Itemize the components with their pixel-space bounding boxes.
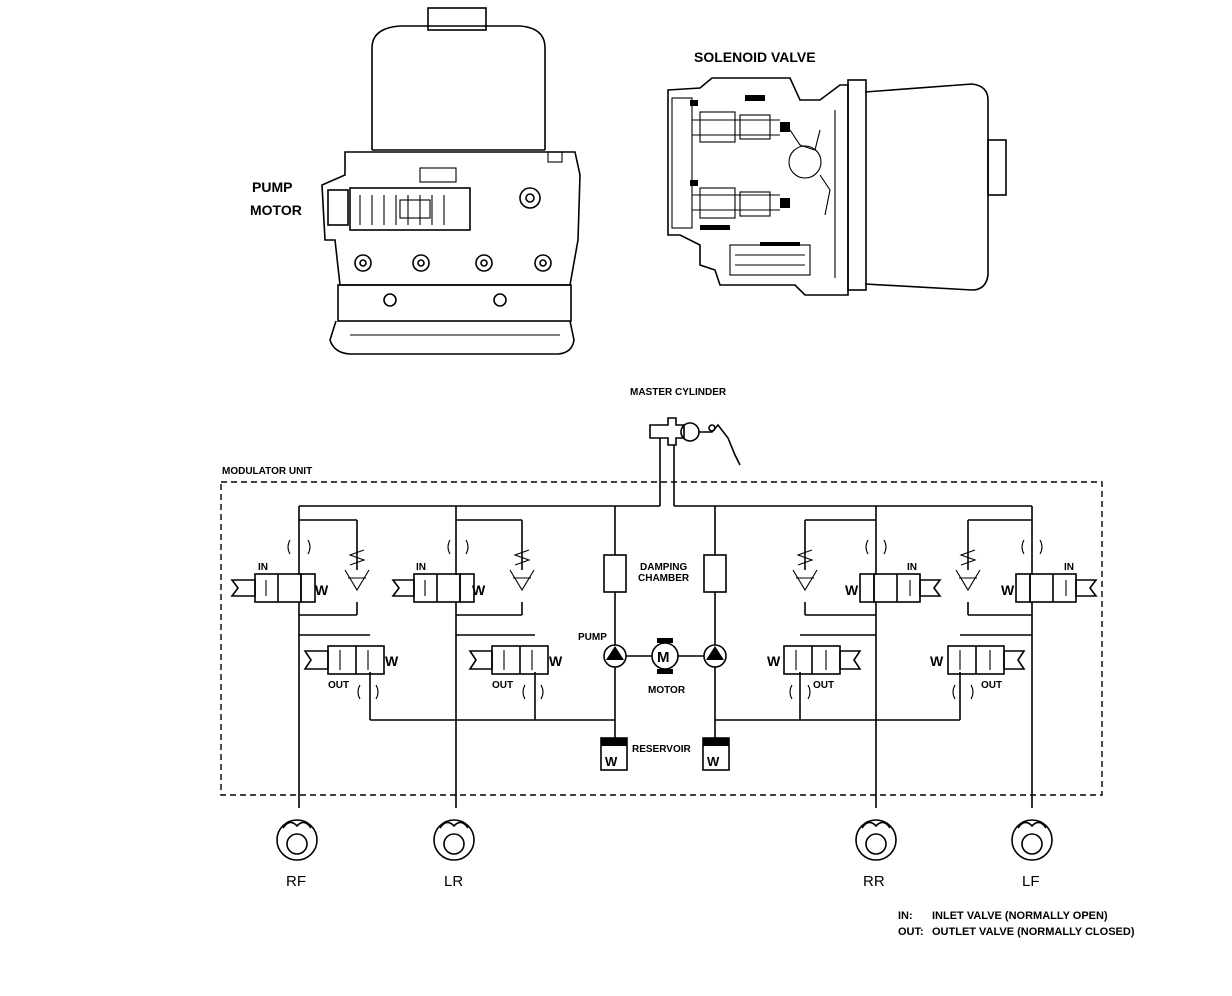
outlet-spring-rr: W	[767, 653, 781, 669]
outlet-label-rf: OUT	[328, 680, 349, 691]
pump-label: PUMP	[578, 632, 607, 643]
inlet-spring-lf: W	[1001, 582, 1015, 598]
wheel-rf: RF	[276, 819, 318, 890]
legend-in-key: IN:	[898, 910, 913, 922]
wheel-label-rr: RR	[863, 873, 885, 890]
inlet-valve-rr: W IN	[792, 539, 942, 603]
outlet-valve-lf: W OUT	[930, 645, 1026, 700]
reservoir-left-spring: W	[605, 754, 618, 769]
reservoirs: W W RESERVOIR	[600, 737, 730, 771]
master-cylinder: MASTER CYLINDER	[630, 387, 741, 506]
damping-chamber-label-line2: CHAMBER	[638, 573, 690, 584]
inlet-spring-rf: W	[315, 582, 329, 598]
inlet-valve-lf: W IN	[955, 539, 1098, 603]
master-cylinder-label: MASTER CYLINDER	[630, 387, 727, 398]
outlet-label-lr: OUT	[492, 680, 513, 691]
wheel-label-lf: LF	[1022, 873, 1040, 890]
motor-symbol: M	[657, 649, 670, 666]
legend-out-row: OUT: OUTLET VALVE (NORMALLY CLOSED)	[898, 924, 1135, 940]
solenoid-valve-illustration: SOLENOID VALVE	[667, 49, 1007, 296]
outlet-label-lf: OUT	[981, 680, 1002, 691]
modulator-unit-label: MODULATOR UNIT	[222, 466, 312, 477]
outlet-label-rr: OUT	[813, 680, 834, 691]
motor-label: MOTOR	[648, 685, 686, 696]
damping-chamber-left	[603, 554, 627, 593]
wheel-rr: RR	[855, 819, 897, 890]
inlet-spring-lr: W	[472, 582, 486, 598]
legend: IN: INLET VALVE (NORMALLY OPEN) OUT: OUTLE…	[898, 908, 1135, 940]
wheel-lr: LR	[433, 819, 475, 890]
legend-in-text: INLET VALVE (NORMALLY OPEN)	[932, 910, 1108, 922]
damping-chamber-right	[703, 554, 727, 593]
legend-in-row: IN: INLET VALVE (NORMALLY OPEN)	[898, 908, 1135, 924]
reservoir-label: RESERVOIR	[632, 744, 691, 755]
inlet-valve-lr: W IN	[391, 539, 535, 603]
outlet-valve-lr: W OUT	[468, 645, 563, 700]
reservoir-right-spring: W	[707, 754, 720, 769]
pump-motor-label-line1: PUMP	[252, 179, 292, 195]
inlet-label-lf: IN	[1064, 562, 1074, 573]
modulator-unit-boundary	[220, 481, 1103, 796]
outlet-spring-lr: W	[549, 653, 563, 669]
outlet-valve-rf: W OUT	[303, 645, 399, 700]
outlet-spring-rf: W	[385, 653, 399, 669]
pump-motor-assembly: M PUMP MOTOR	[578, 632, 727, 696]
pump-motor-illustration: PUMP MOTOR	[250, 7, 581, 355]
inlet-spring-rr: W	[845, 582, 859, 598]
inlet-valve-rf: W IN	[230, 539, 370, 603]
damping-chambers: DAMPING CHAMBER	[603, 554, 727, 593]
outlet-spring-lf: W	[930, 653, 944, 669]
wheel-label-lr: LR	[444, 873, 463, 890]
inlet-label-rf: IN	[258, 562, 268, 573]
inlet-label-rr: IN	[907, 562, 917, 573]
damping-chamber-label-line1: DAMPING	[640, 562, 687, 573]
wheel-label-rf: RF	[286, 873, 306, 890]
pump-motor-label-line2: MOTOR	[250, 202, 302, 218]
legend-out-key: OUT:	[898, 926, 924, 938]
solenoid-valve-label: SOLENOID VALVE	[694, 49, 816, 65]
inlet-label-lr: IN	[416, 562, 426, 573]
outlet-valve-rr: W OUT	[767, 645, 862, 700]
wheel-lf: LF	[1011, 819, 1053, 890]
hydraulic-lines	[298, 505, 1033, 808]
legend-out-text: OUTLET VALVE (NORMALLY CLOSED)	[932, 926, 1135, 938]
